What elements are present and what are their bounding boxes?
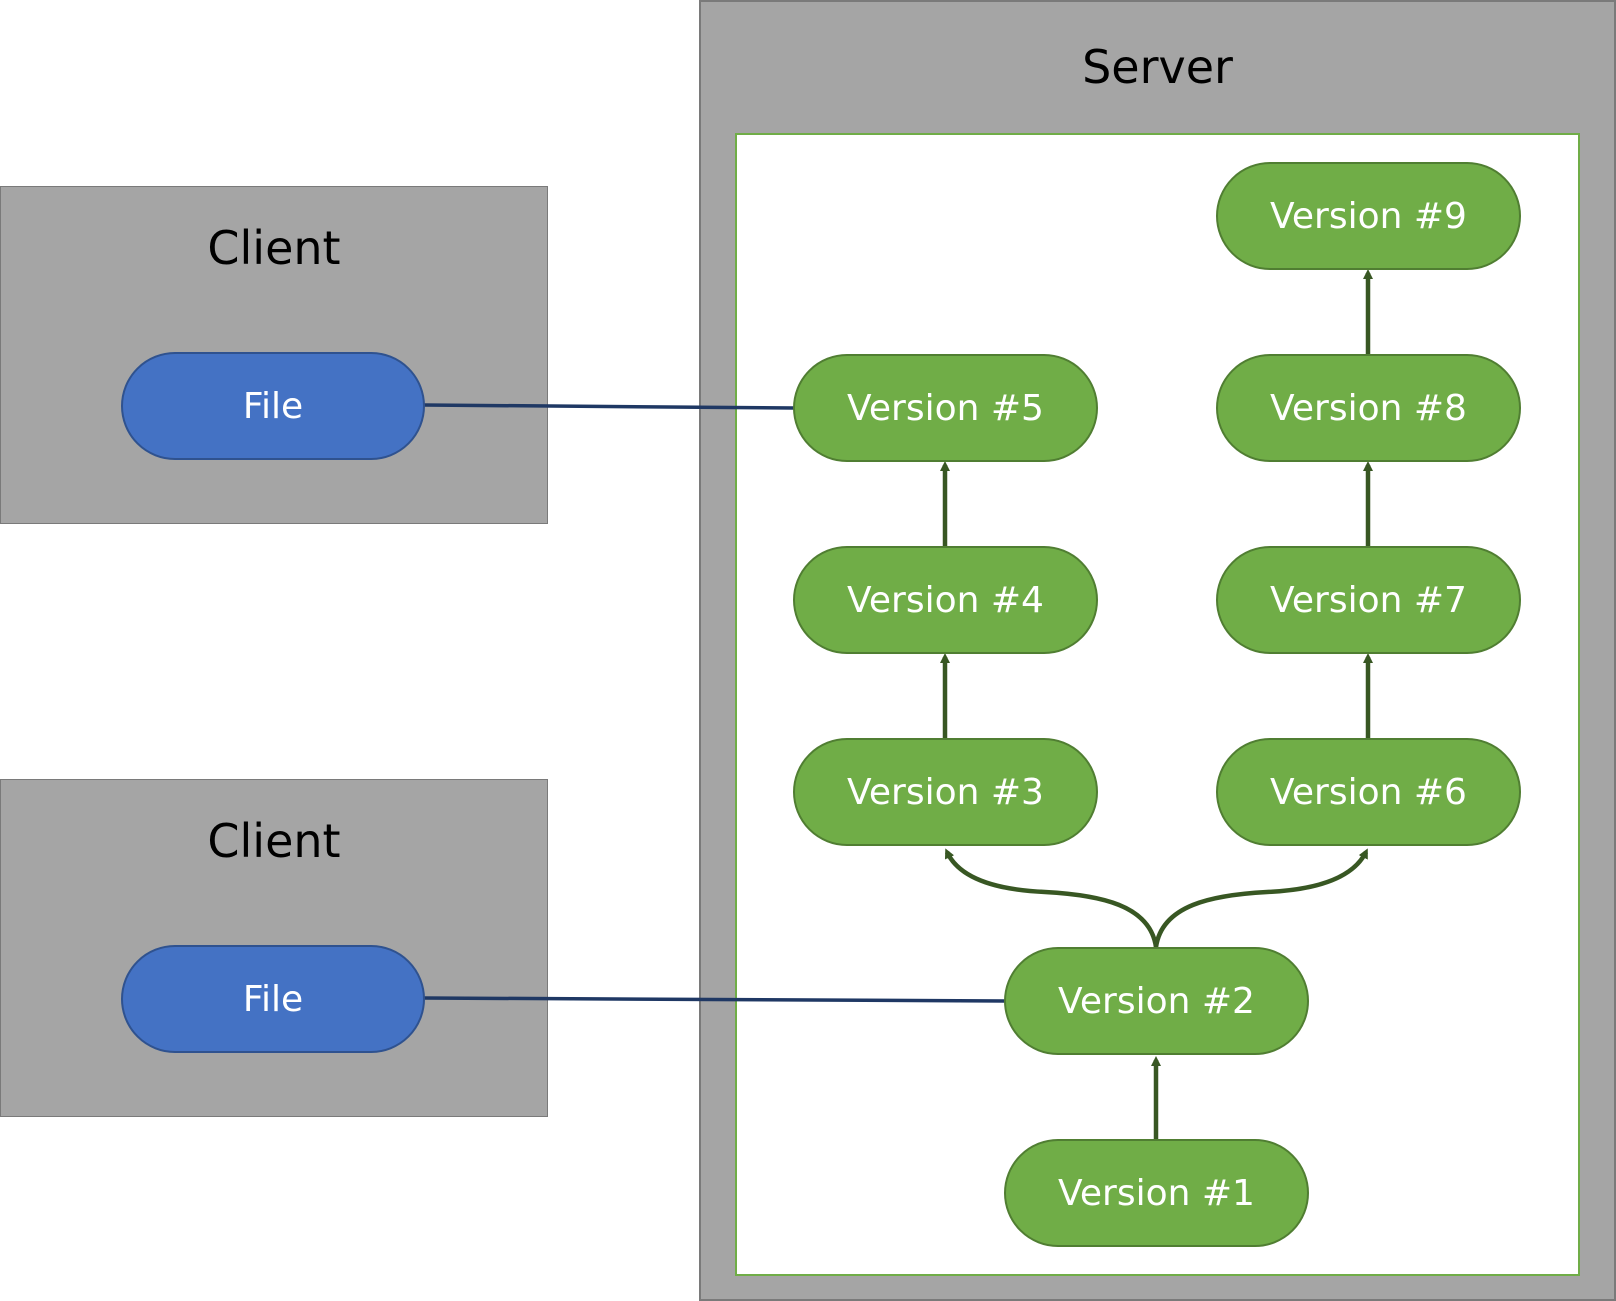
arrow-v2-v3: [944, 848, 1159, 948]
client-1-file[interactable]: File: [121, 352, 425, 460]
version-node-1[interactable]: Version #1: [1004, 1139, 1309, 1247]
client-2-file[interactable]: File: [121, 945, 425, 1053]
version-node-2[interactable]: Version #2: [1004, 947, 1309, 1055]
version-node-5[interactable]: Version #5: [793, 354, 1098, 462]
version-node-8[interactable]: Version #8: [1216, 354, 1521, 462]
version-node-6[interactable]: Version #6: [1216, 738, 1521, 846]
client-title-1: Client: [207, 221, 341, 275]
link-line-client1-v5: [423, 403, 795, 410]
link-line-client2-v2: [423, 996, 1006, 1003]
arrow-v2-v6: [1153, 848, 1369, 948]
version-node-9[interactable]: Version #9: [1216, 162, 1521, 270]
version-node-7[interactable]: Version #7: [1216, 546, 1521, 654]
client-title-2: Client: [207, 814, 341, 868]
version-node-4[interactable]: Version #4: [793, 546, 1098, 654]
version-node-3[interactable]: Version #3: [793, 738, 1098, 846]
server-title: Server: [1082, 40, 1233, 94]
